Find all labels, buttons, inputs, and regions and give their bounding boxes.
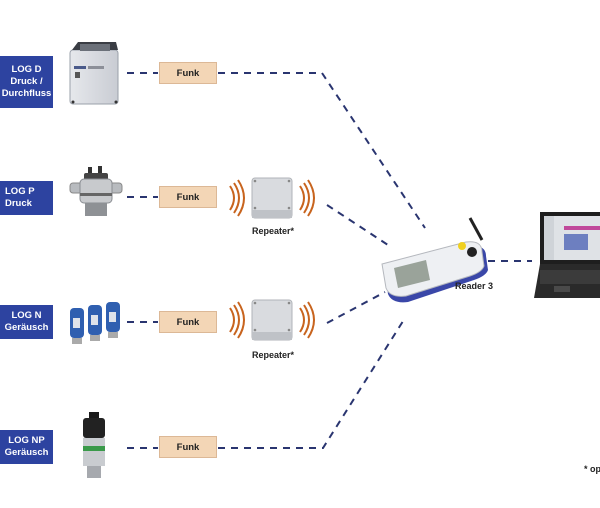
logger-type: Geräusch [4, 447, 49, 458]
logger-label-log-p: LOG P Druck [0, 181, 53, 215]
footnote: * opt [584, 464, 600, 474]
funk-radio-link-2: Funk [159, 186, 217, 208]
funk-label: Funk [176, 441, 200, 453]
laptop-icon [534, 212, 600, 298]
radio-waves-icon [229, 301, 245, 339]
flow-pressure-logger-icon [69, 42, 119, 105]
logger-type: Druck [5, 198, 32, 209]
noise-pressure-sensor-icon [83, 412, 105, 478]
logger-name: LOG N [11, 310, 42, 321]
logger-type: Durchfluss [1, 88, 52, 99]
reader-device-icon [381, 217, 488, 303]
pressure-sensor-icon [69, 166, 123, 216]
link-repeater-n-to-reader [326, 291, 386, 324]
funk-label: Funk [176, 67, 200, 79]
logger-label-log-n: LOG N Geräusch [0, 305, 53, 339]
funk-radio-link-4: Funk [159, 436, 217, 458]
funk-label: Funk [176, 316, 200, 328]
logger-type: Geräusch [4, 322, 49, 333]
repeater-2-label: Repeater* [252, 350, 295, 360]
logger-type: Druck / [10, 76, 43, 87]
logger-name: LOG D [11, 64, 42, 75]
funk-radio-link-1: Funk [159, 62, 217, 84]
funk-radio-link-3: Funk [159, 311, 217, 333]
funk-label: Funk [176, 191, 200, 203]
reader-label: Reader 3 [455, 281, 494, 291]
link-funk-d-to-reader [218, 72, 426, 229]
logger-label-log-d: LOG D Druck / Durchfluss [0, 56, 53, 108]
link-funk-np-to-reader [218, 317, 406, 449]
radio-waves-icon [229, 179, 245, 217]
radio-waves-icon [299, 179, 315, 217]
repeater-1 [229, 177, 315, 219]
logger-name: LOG P [5, 186, 35, 197]
logger-name: LOG NP [8, 435, 45, 446]
repeater-2 [229, 299, 315, 341]
radio-waves-icon [299, 301, 315, 339]
repeater-1-label: Repeater* [252, 226, 295, 236]
noise-logger-icon [70, 302, 120, 344]
logger-label-log-np: LOG NP Geräusch [0, 430, 53, 464]
